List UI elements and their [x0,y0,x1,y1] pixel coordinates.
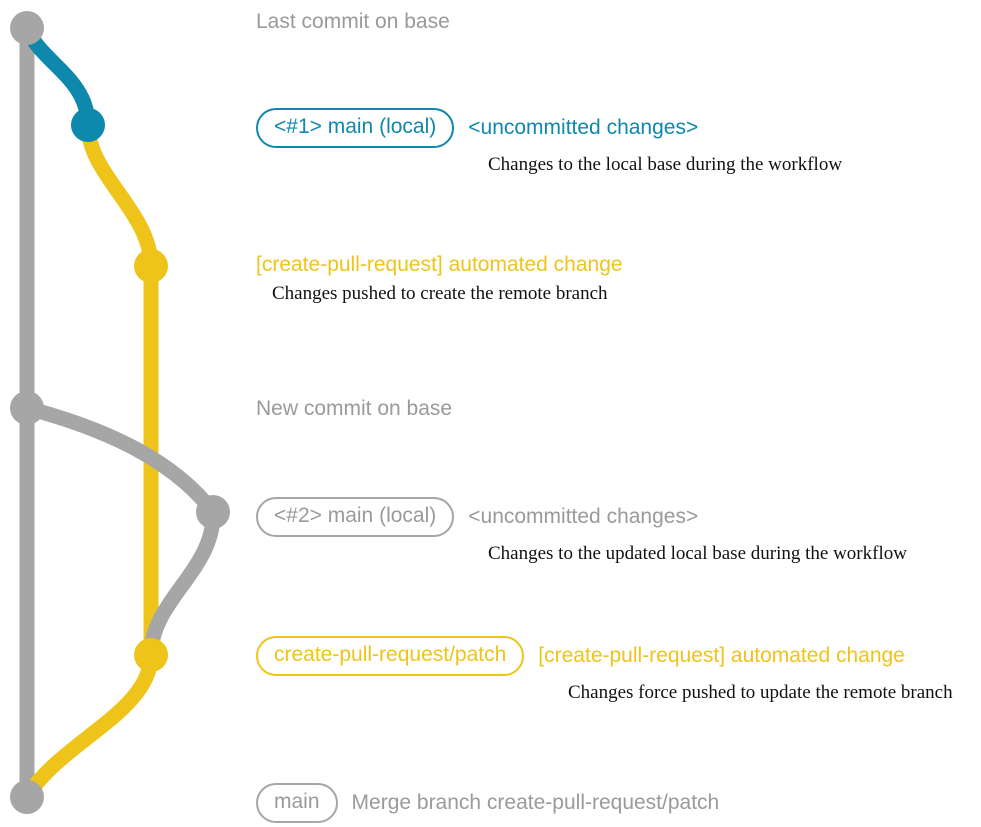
commit-subject: <uncommitted changes> [468,116,699,139]
commit-node-merge[interactable] [10,780,44,814]
commit-row-create-pull-request-patch: create-pull-request/patch [create-pull-r… [256,636,953,705]
commit-subject: Merge branch create-pull-request/patch [351,791,720,814]
commit-row-local-main-1: <#1> main (local) <uncommitted changes> … [256,108,842,177]
commit-node-local-main-2[interactable] [196,495,230,529]
edge-local-main-1-to-automated-1 [80,117,159,274]
edge-base-new-to-local-main-2 [19,400,221,520]
commit-node-automated-1[interactable] [134,249,168,283]
commit-node-base-last[interactable] [10,11,44,45]
commit-row-new-commit-on-base: New commit on base [256,397,452,421]
commit-subject: [create-pull-request] automated change [538,644,905,667]
commit-node-automated-2[interactable] [134,638,168,672]
edge-automated-2-to-merge [19,647,159,805]
branch-label-create-pull-request-patch[interactable]: create-pull-request/patch [256,636,525,677]
commit-subject: Last commit on base [256,10,450,33]
commit-node-local-main-1[interactable] [71,108,105,142]
commit-row-local-main-2: <#2> main (local) <uncommitted changes> … [256,497,907,566]
edge-base-to-local-main-1 [19,20,96,133]
commit-subject: <uncommitted changes> [468,505,699,528]
commit-description: Changes to the updated local base during… [488,543,907,565]
branch-label-main[interactable]: main [256,783,338,824]
commit-subject: [create-pull-request] automated change [256,253,623,276]
commit-description: Changes to the local base during the wor… [488,154,843,176]
edge-local-main-2-to-automated-2 [143,504,221,663]
commit-subject: New commit on base [256,397,453,420]
commit-row-last-commit-on-base: Last commit on base [256,10,450,34]
commit-row-automated-change-1: [create-pull-request] automated change C… [256,253,623,306]
branch-label-local-main-2[interactable]: <#2> main (local) [256,497,455,538]
commit-node-base-new[interactable] [10,391,44,425]
commit-row-main-merge: main Merge branch create-pull-request/pa… [256,783,720,824]
commit-description: Changes pushed to create the remote bran… [272,283,608,305]
branch-label-local-main-1[interactable]: <#1> main (local) [256,108,455,149]
commit-description: Changes force pushed to update the remot… [568,682,953,704]
